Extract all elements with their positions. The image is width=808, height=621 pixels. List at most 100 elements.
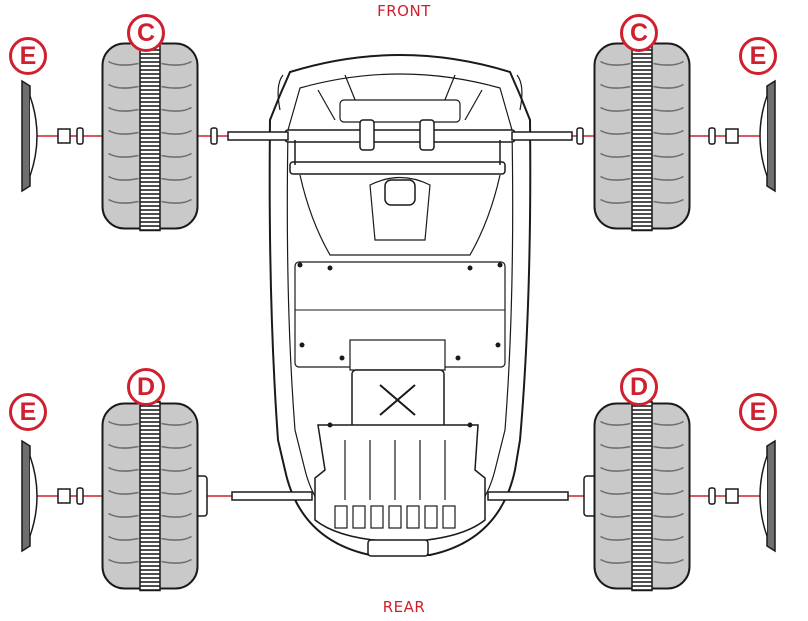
tire-lug — [600, 512, 631, 518]
front-right-nut — [725, 128, 739, 144]
tire-lug — [600, 129, 631, 135]
dash-panel — [339, 99, 461, 123]
rear-right-washer — [708, 487, 716, 505]
tire-lug — [108, 535, 139, 541]
tire-lug — [108, 106, 139, 112]
callout-e-rear-right: E — [739, 393, 777, 431]
tire-lug — [108, 198, 139, 204]
front-fender-right — [516, 74, 523, 111]
callout-d-rear-right: D — [620, 368, 658, 406]
front-left-axle-stub — [227, 131, 289, 141]
tire-lug — [161, 60, 192, 66]
tire-lug — [653, 83, 684, 89]
hub-cap-face — [759, 95, 768, 177]
tire-lug — [653, 60, 684, 66]
tire-lug — [653, 152, 684, 158]
seat-back — [369, 176, 431, 241]
tire-lug — [600, 60, 631, 66]
tire-lug — [161, 443, 192, 449]
front-right-axle-stub — [511, 131, 573, 141]
tire-lug — [161, 129, 192, 135]
rear-right-axle-stub — [487, 491, 569, 501]
tire-lug — [600, 535, 631, 541]
tire-tread — [631, 40, 653, 232]
callout-e-rear-left: E — [9, 393, 47, 431]
battery-hatch — [349, 339, 446, 371]
wheel-hardware — [21, 40, 776, 592]
tire-lug — [108, 420, 139, 426]
callout-c-front-right: C — [620, 14, 658, 52]
tire-lug — [161, 198, 192, 204]
tire-lug — [600, 489, 631, 495]
tire-lug — [161, 489, 192, 495]
tire-lug — [653, 129, 684, 135]
rear-right-hub-cap — [759, 439, 776, 553]
tire-lug — [653, 512, 684, 518]
front-label: FRONT — [377, 2, 431, 20]
tire-lug — [653, 535, 684, 541]
hub-cap-rim — [766, 79, 776, 193]
gearbox-vents — [344, 440, 446, 500]
callout-c-front-left: C — [127, 14, 165, 52]
rear-plate-x — [379, 384, 416, 416]
tire-lug — [161, 558, 192, 564]
tire-tread — [139, 400, 161, 592]
tire-lug — [600, 558, 631, 564]
front-left-hub-cap — [21, 79, 38, 193]
front-left-washer — [76, 127, 84, 145]
tire-lug — [161, 152, 192, 158]
tire-lug — [653, 443, 684, 449]
rear-right-nut — [725, 488, 739, 504]
tire-lug — [161, 420, 192, 426]
tire-lug — [108, 129, 139, 135]
rear-right-tire — [593, 400, 691, 592]
hub-cap-face — [29, 455, 38, 537]
tire-lug — [653, 175, 684, 181]
tire-lug — [108, 489, 139, 495]
front-right-inner-washer — [576, 127, 584, 145]
rear-slots — [334, 505, 456, 529]
hub-cap-rim — [21, 79, 31, 193]
front-steering-link-left — [359, 119, 375, 151]
rear-left-nut — [57, 488, 71, 504]
rear-left-washer — [76, 487, 84, 505]
tire-lug — [161, 83, 192, 89]
front-right-hub-cap — [759, 79, 776, 193]
seat-area — [299, 174, 501, 256]
front-left-nut — [57, 128, 71, 144]
tire-lug — [600, 466, 631, 472]
rear-hitch — [367, 539, 429, 557]
front-right-tire — [593, 40, 691, 232]
front-fender-left — [277, 74, 284, 111]
front-right-washer — [708, 127, 716, 145]
tire-lug — [108, 558, 139, 564]
rear-label: REAR — [382, 598, 426, 616]
tire-lug — [600, 420, 631, 426]
tire-lug — [161, 175, 192, 181]
tire-lug — [653, 106, 684, 112]
front-steering-link-right — [419, 119, 435, 151]
tire-lug — [108, 512, 139, 518]
tire-lug — [108, 466, 139, 472]
callout-e-front-right: E — [739, 37, 777, 75]
tire-lug — [600, 198, 631, 204]
tire-lug — [108, 60, 139, 66]
chassis-bolts — [297, 262, 503, 428]
hub-cap-face — [29, 95, 38, 177]
tire-lug — [600, 152, 631, 158]
steering-hub — [384, 179, 416, 206]
tire-tread — [631, 400, 653, 592]
callout-e-front-left: E — [9, 37, 47, 75]
tire-lug — [108, 443, 139, 449]
hub-cap-face — [759, 455, 768, 537]
tire-lug — [108, 175, 139, 181]
tire-lug — [161, 512, 192, 518]
tire-lug — [161, 106, 192, 112]
tire-lug — [653, 466, 684, 472]
rear-left-axle-stub — [231, 491, 313, 501]
tire-lug — [161, 535, 192, 541]
tire-lug — [600, 443, 631, 449]
rear-left-hub-cap — [21, 439, 38, 553]
